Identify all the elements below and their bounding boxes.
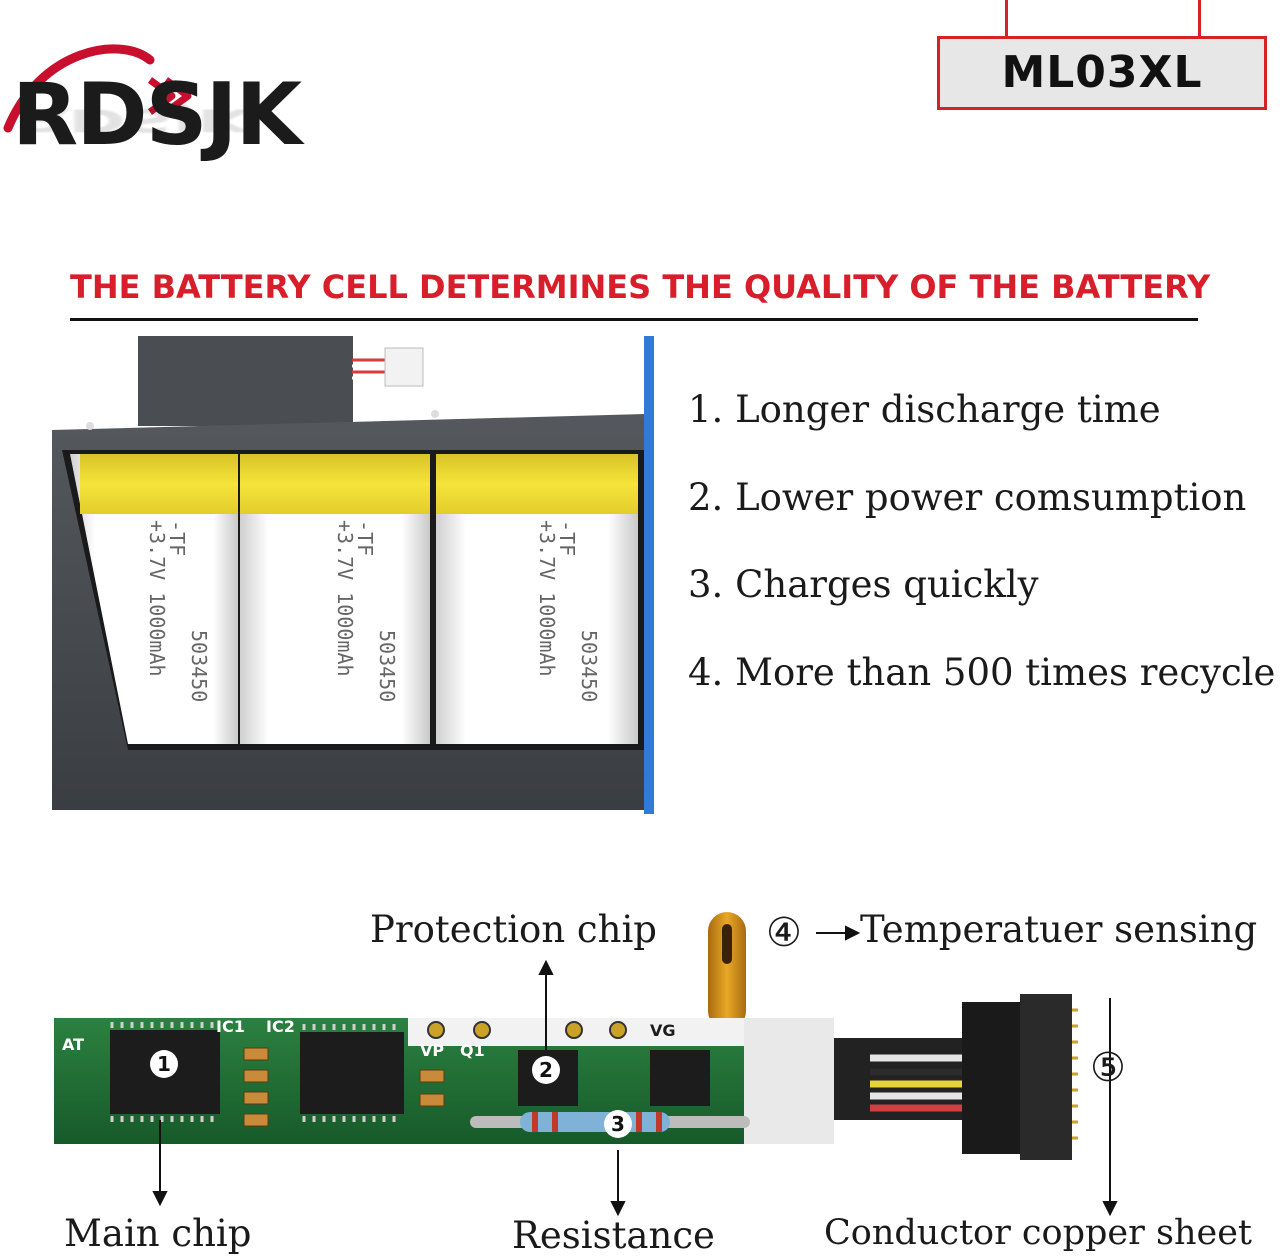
headline-divider [70, 318, 1198, 321]
svg-text:+3.7V 1000mAh: +3.7V 1000mAh [535, 520, 559, 677]
connector-tab [138, 336, 353, 426]
brand-logo: RDSJK RDSJK [0, 30, 380, 180]
silk-vg: VG [650, 1021, 676, 1040]
battery-cell [70, 454, 238, 744]
badge-hanger-left [1005, 0, 1008, 38]
silk-ic2: IC2 [266, 1017, 295, 1036]
feature-item: 3. Charges quickly [688, 563, 1039, 606]
connector-plug [384, 347, 424, 387]
svg-text:+3.7V 1000mAh: +3.7V 1000mAh [145, 520, 169, 677]
marker-4: ④ [766, 910, 802, 956]
svg-text:1: 1 [157, 1052, 171, 1076]
svg-text:503450: 503450 [187, 630, 211, 702]
label-conductor: Conductor copper sheet [824, 1213, 1252, 1253]
svg-text:2: 2 [539, 1058, 553, 1082]
marker-1: 1 [150, 1050, 178, 1078]
smd-components [243, 1047, 445, 1127]
secondary-chip [300, 1024, 404, 1122]
pcb-diagram: IC1 IC2 VP Q1 AT VG 1 2 3 [54, 912, 1118, 1217]
cell-printing: -TF 503450 +3.7V 1000mAh -TF 503450 +3.7… [145, 520, 601, 702]
svg-text:-TF: -TF [165, 520, 189, 556]
label-protection-chip: Protection chip [370, 908, 657, 951]
svg-text:-TF: -TF [353, 520, 377, 556]
svg-text:-TF: -TF [555, 520, 579, 556]
battery-cell [240, 454, 430, 744]
mosfet-chip [650, 1050, 710, 1106]
label-temperature: Temperatuer sensing [860, 908, 1258, 951]
feature-item: 1. Longer discharge time [688, 388, 1161, 431]
battery-pack-illustration: -TF 503450 +3.7V 1000mAh -TF 503450 +3.7… [52, 336, 654, 814]
label-main-chip: Main chip [64, 1212, 252, 1255]
marker-3: 3 [604, 1110, 632, 1138]
marker-5: ⑤ [1090, 1045, 1126, 1091]
svg-text:+3.7V 1000mAh: +3.7V 1000mAh [333, 520, 357, 677]
silk-ic1: IC1 [216, 1017, 245, 1036]
page-headline: THE BATTERY CELL DETERMINES THE QUALITY … [70, 268, 1211, 306]
model-badge: ML03XL [937, 36, 1267, 110]
wire-connector-housing [962, 1002, 1022, 1154]
silk-q1: Q1 [460, 1041, 485, 1060]
logo-reflection: RDSJK [16, 101, 249, 139]
copper-tab [744, 1018, 834, 1144]
logo-text: RDSJK [12, 65, 302, 165]
badge-hanger-right [1198, 0, 1201, 38]
svg-text:503450: 503450 [577, 630, 601, 702]
marker-2: 2 [532, 1056, 560, 1084]
silk-at: AT [62, 1035, 84, 1054]
temperature-sensor [708, 912, 746, 1030]
label-resistance: Resistance [512, 1214, 715, 1257]
side-strip [644, 336, 654, 814]
silk-vp: VP [420, 1041, 444, 1060]
logo-swoosh-icon [3, 44, 192, 133]
feature-item: 2. Lower power comsumption [688, 476, 1247, 519]
model-code: ML03XL [1001, 47, 1203, 98]
cable-wires [870, 1054, 970, 1112]
wire-connector [352, 358, 385, 380]
svg-text:503450: 503450 [375, 630, 399, 702]
feature-item: 4. More than 500 times recycle [688, 651, 1276, 694]
battery-cell [436, 454, 638, 744]
callout-arrows [152, 925, 1118, 1217]
battery-cells [70, 454, 638, 744]
svg-text:3: 3 [611, 1112, 625, 1136]
